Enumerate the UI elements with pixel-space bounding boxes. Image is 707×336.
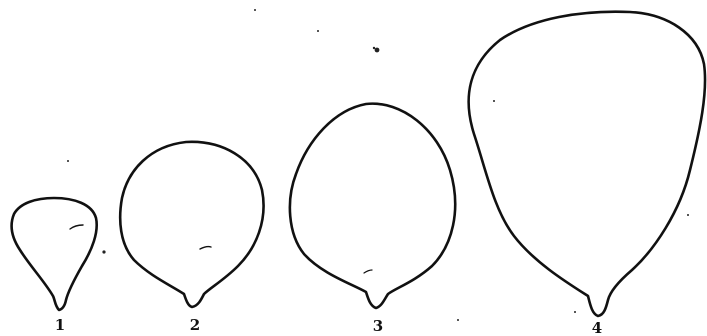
outline-1-inner-mark <box>70 225 83 229</box>
speck <box>317 30 319 32</box>
speck <box>574 311 576 313</box>
outline-2-path <box>120 142 263 307</box>
speck <box>373 47 375 49</box>
outline-2: 2 <box>120 142 263 334</box>
outline-3: 3 <box>290 104 455 335</box>
speck <box>375 48 380 53</box>
outline-2-inner-mark <box>200 247 211 249</box>
speck <box>102 250 105 253</box>
outline-4: 4 <box>469 12 705 336</box>
outline-1: 1 <box>12 198 97 334</box>
speck <box>457 319 459 321</box>
speck <box>493 100 495 102</box>
figure-label-3: 3 <box>373 317 383 335</box>
figure-label-2: 2 <box>190 316 200 334</box>
figure-label-1: 1 <box>55 316 65 334</box>
outline-3-inner-mark <box>364 270 372 273</box>
speck <box>254 9 256 11</box>
speck <box>67 160 69 162</box>
outline-4-path <box>469 12 705 316</box>
speck <box>687 214 689 216</box>
print-specks <box>67 9 689 321</box>
outline-1-path <box>12 198 97 310</box>
figure-label-4: 4 <box>592 319 602 336</box>
outline-3-path <box>290 104 455 308</box>
